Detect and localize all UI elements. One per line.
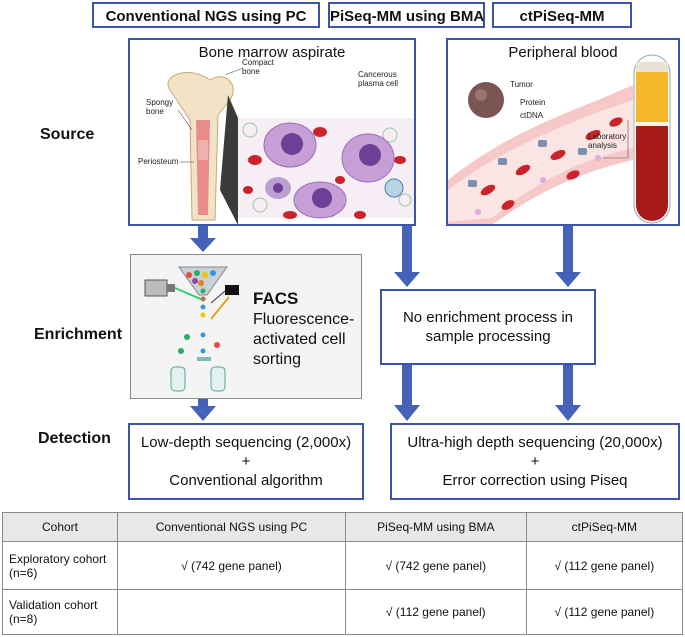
row-label-enrichment: Enrichment [34, 326, 123, 343]
peripheral-blood-title: Peripheral blood [508, 44, 618, 61]
cohort-name: Validation cohort [9, 598, 98, 612]
arrow-facs-to-detection [190, 406, 216, 421]
facs-line3: sorting [253, 351, 302, 368]
detection-left-line1: Low-depth sequencing (2,000x) [140, 434, 352, 451]
detection-right-line1: Ultra-high depth sequencing (20,000x) [407, 434, 663, 451]
arrow-bma-to-facs [190, 238, 216, 252]
facs-title: FACS [253, 289, 299, 308]
table-cell: √ (742 gene panel) [117, 541, 346, 590]
peripheral-blood-panel: Peripheral blood Tumor [446, 38, 680, 226]
row-label-detection: Detection [38, 430, 111, 447]
header-ctpiseq: ctPiSeq-MM [492, 2, 632, 28]
header-conventional-ngs: Conventional NGS using PC [92, 2, 320, 28]
table-cell: √ (112 gene panel) [525, 541, 684, 590]
label-compact-bone: Compact bone [242, 58, 275, 76]
arrow-no-enrichment-to-detection-right [555, 405, 581, 421]
table-cell: √ (742 gene panel) [344, 541, 527, 590]
detection-left-plus: + [241, 453, 251, 470]
bone-marrow-title: Bone marrow aspirate [198, 44, 346, 61]
detection-left-line2: Conventional algorithm [169, 472, 323, 489]
label-protein: Protein [520, 98, 546, 107]
detection-right-plus: + [530, 453, 540, 470]
detection-right-box: Ultra-high depth sequencing (20,000x) + … [390, 423, 680, 500]
table-header-conventional: Conventional NGS using PC [117, 512, 346, 542]
cohort-name: Exploratory cohort [9, 551, 107, 566]
facs-illustration [144, 266, 239, 392]
table-header-cohort: Cohort [2, 512, 118, 542]
label-laboratory-analysis: Laboratory analysis [588, 132, 627, 150]
table-row: Validation cohort (n=8) √ (112 gene pane… [2, 589, 684, 635]
facs-enrichment-box: FACS Fluorescence- activated cell sortin… [130, 254, 362, 399]
cohort-table: Cohort Conventional NGS using PC PiSeq-M… [2, 512, 684, 635]
flow-arrows [190, 226, 581, 421]
detection-left-box: Low-depth sequencing (2,000x) + Conventi… [128, 423, 364, 500]
no-enrichment-line2: sample processing [425, 328, 551, 345]
label-tumor: Tumor [510, 80, 533, 89]
cohort-count: (n=8) [9, 612, 38, 626]
label-spongy-bone: Spongy bone [146, 98, 174, 116]
table-header-ctpiseq: ctPiSeq-MM [525, 512, 684, 542]
table-cell-cohort: Validation cohort (n=8) [2, 589, 118, 635]
table-row: Exploratory cohort (n=6) √ (742 gene pan… [2, 541, 684, 590]
table-cell [117, 589, 346, 635]
row-label-source: Source [40, 126, 95, 143]
arrow-bma-to-no-enrichment [394, 272, 420, 287]
table-header-row: Cohort Conventional NGS using PC PiSeq-M… [2, 512, 684, 542]
arrow-no-enrichment-to-detection-left [394, 405, 420, 421]
facs-line2: activated cell [253, 331, 346, 348]
label-ctdna: ctDNA [520, 111, 544, 120]
facs-line1: Fluorescence- [253, 311, 355, 328]
bone-marrow-panel: Bone marrow aspirate [128, 38, 416, 226]
header-piseq-bma: PiSeq-MM using BMA [328, 2, 485, 28]
bone-marrow-illustration [167, 67, 414, 224]
table-header-piseq: PiSeq-MM using BMA [344, 512, 527, 542]
no-enrichment-line1: No enrichment process in [402, 309, 574, 326]
table-cell-cohort: Exploratory cohort (n=6) [2, 541, 118, 590]
arrow-blood-to-no-enrichment [555, 272, 581, 287]
peripheral-blood-illustration [448, 54, 671, 224]
table-cell: √ (112 gene panel) [344, 589, 527, 635]
label-periosteum: Periosteum [138, 157, 179, 166]
table-cell: √ (112 gene panel) [525, 589, 684, 635]
detection-right-line2: Error correction using Piseq [442, 472, 628, 489]
label-cancerous-plasma-cell: Cancerous plasma cell [358, 70, 399, 88]
cohort-count: (n=6) [9, 565, 38, 580]
no-enrichment-box: No enrichment process in sample processi… [380, 289, 596, 365]
